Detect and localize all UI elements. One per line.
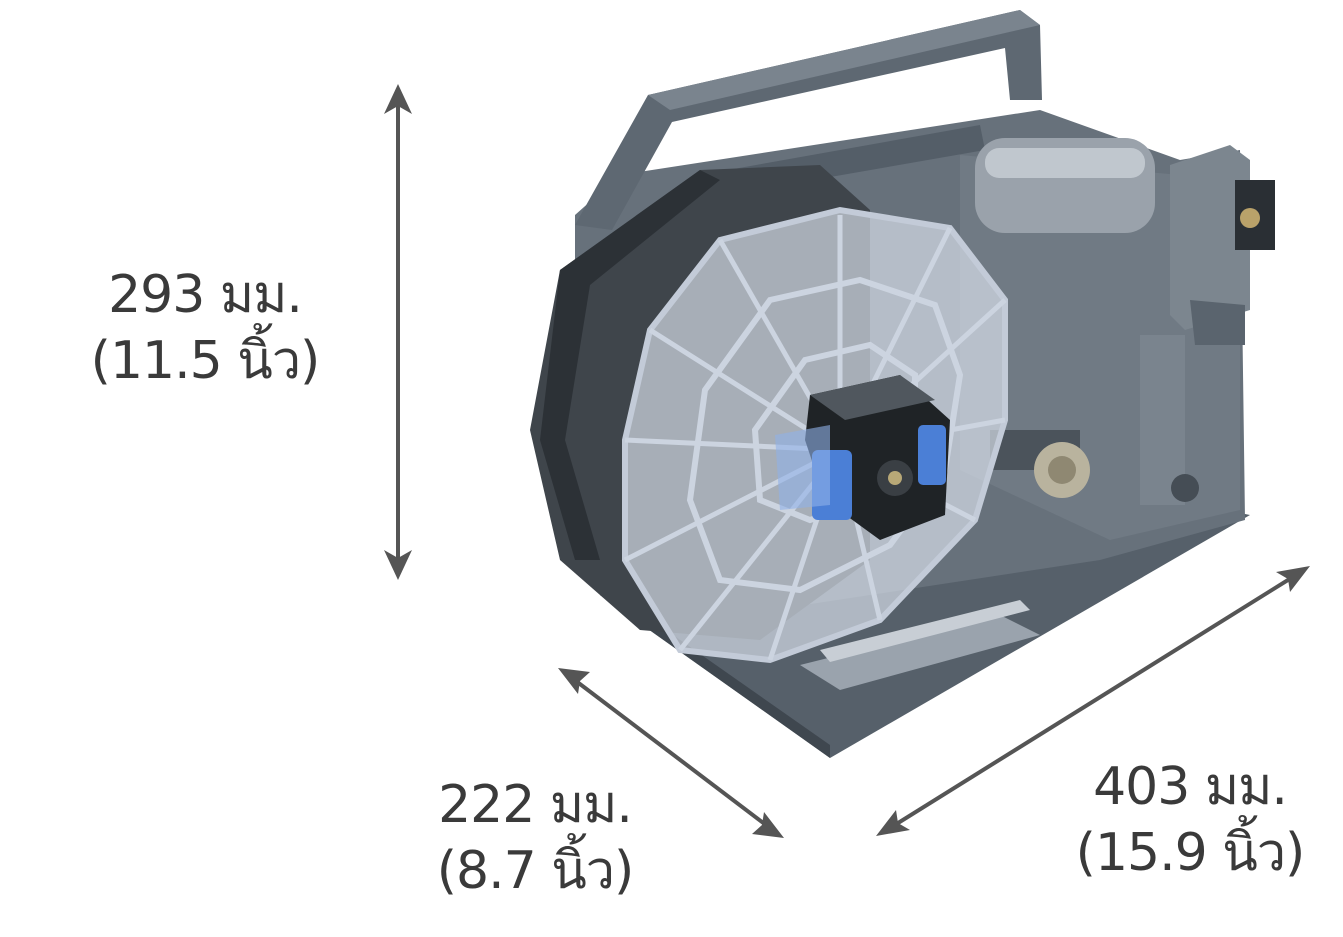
height-imperial: (11.5 นิ้ว) (90, 331, 321, 391)
height-metric: 293 มม. (108, 265, 303, 325)
width-dimension-label: 403 มม. (15.9 นิ้ว) (1050, 754, 1330, 886)
height-dimension-label: 293 มม. (11.5 นิ้ว) (70, 262, 340, 394)
depth-metric: 222 มม. (438, 775, 633, 835)
carry-handle (575, 10, 1042, 230)
width-imperial: (15.9 นิ้ว) (1075, 823, 1306, 883)
width-arrow (876, 566, 1310, 836)
height-arrow (384, 84, 412, 580)
spindle-shaft (990, 430, 1090, 498)
width-metric: 403 มม. (1093, 757, 1288, 817)
depth-dimension-label: 222 มม. (8.7 นิ้ว) (405, 772, 665, 904)
roller-assembly (975, 138, 1275, 505)
depth-arrow (558, 668, 784, 838)
reel-hub (775, 375, 950, 540)
depth-imperial: (8.7 นิ้ว) (436, 841, 635, 901)
